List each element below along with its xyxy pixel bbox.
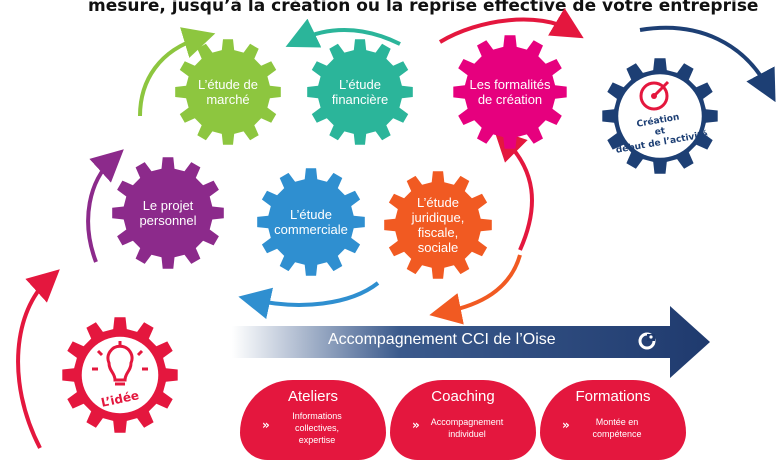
gear-label-line: L’étude: [339, 77, 381, 92]
card-ateliers[interactable]: Ateliers » Informations collectives, exp…: [240, 380, 386, 460]
gear-label-line: financière: [331, 92, 389, 107]
gear-label-line: juridique,: [411, 210, 465, 225]
cci-logo-icon: [637, 331, 657, 351]
gear-label-line: marché: [206, 92, 250, 107]
card-title: Formations: [575, 388, 651, 405]
target-icon: [639, 80, 670, 111]
card-coaching[interactable]: Coaching » Accompagnement individuel: [390, 380, 536, 460]
gear-label-line: Le projet: [142, 198, 194, 213]
arrow-commerciale-back: [238, 281, 380, 320]
card-body-line: Accompagnement: [430, 417, 504, 427]
card-body-line: collectives,: [294, 423, 339, 433]
arrow-financiere-to-marche: [285, 18, 401, 48]
gear-label-line: L’étude de: [197, 77, 258, 92]
gear-label-line: personnel: [139, 213, 197, 228]
banner-label: Accompagnement CCI de l’Oise: [328, 331, 556, 348]
double-chevron-icon: »: [262, 418, 270, 432]
gear-shape: [257, 168, 365, 276]
lightbulb-icon: [92, 341, 148, 386]
double-chevron-icon: »: [412, 418, 420, 432]
gear-shape: [112, 157, 224, 269]
gear-inner-disc: [618, 74, 702, 158]
gear-label-line: L’étude: [290, 207, 332, 222]
arrow-juridique-down: [429, 254, 522, 325]
card-body-line: individuel: [448, 429, 486, 439]
headline: mesure, jusqu’à la création ou la repris…: [88, 0, 759, 16]
gear-label-line: commerciale: [274, 222, 348, 237]
arrow-juridique-to-formalites: [493, 128, 534, 251]
gear-label-line: Les formalités: [469, 77, 551, 92]
card-body-line: expertise: [298, 435, 336, 445]
double-chevron-icon: »: [562, 418, 570, 432]
gear-label-line: sociale: [417, 240, 459, 255]
card-body: Informations collectives, expertise: [278, 410, 356, 446]
gear-shape: [307, 39, 413, 145]
card-body: Accompagnement individuel: [428, 416, 506, 440]
arrow-marche-up: [138, 27, 216, 117]
gear-label-line: fiscale,: [417, 225, 459, 240]
card-title: Coaching: [431, 388, 495, 405]
card-formations[interactable]: Formations » Montée en compétence: [540, 380, 686, 460]
gear-shape: [453, 35, 567, 149]
card-body: Montée en compétence: [578, 416, 656, 440]
arrow-projet-to-marche: [86, 149, 124, 263]
gear-shape: [384, 171, 492, 279]
card-title: Ateliers: [287, 388, 339, 405]
card-body-line: Informations: [292, 411, 342, 421]
arrow-creation-out: [639, 25, 776, 103]
gear-idee: L’idée: [58, 313, 182, 437]
arrow-idee-to-projet: [16, 269, 60, 449]
card-body-line: compétence: [592, 429, 642, 439]
gear-label-line: de création: [477, 92, 543, 107]
card-body-line: Montée en: [595, 417, 639, 427]
gear-label-line: L’étude: [417, 195, 459, 210]
arrow-formalites-to-creation: [438, 8, 584, 44]
gear-shape: [175, 39, 281, 145]
